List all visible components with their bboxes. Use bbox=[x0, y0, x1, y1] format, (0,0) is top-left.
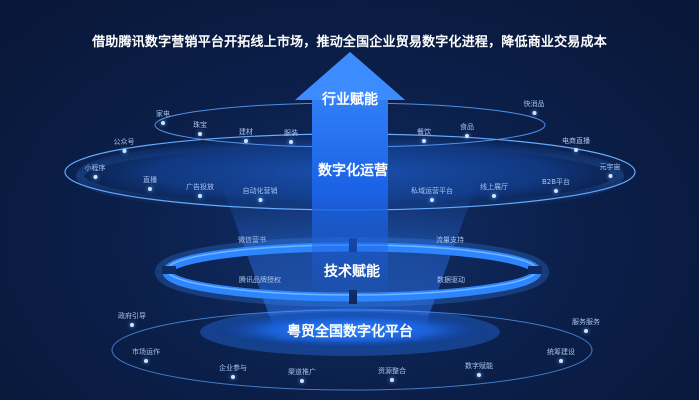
tag-item: 统筹建设 bbox=[547, 347, 575, 363]
tag-item: 服务服务 bbox=[572, 317, 600, 333]
layer-platform-label: 粤贸全国数字化平台 bbox=[287, 324, 413, 340]
tag-item: 微信营书 bbox=[238, 236, 266, 244]
tag-item: 政府引导 bbox=[118, 311, 146, 327]
tag-item: 小程序 bbox=[85, 163, 106, 179]
tech-ring-gap-r bbox=[528, 266, 542, 274]
tag-item: 渠道推广 bbox=[288, 367, 316, 383]
tag-item: 建材 bbox=[239, 127, 253, 143]
tag-item: 流量支持 bbox=[436, 236, 464, 244]
tag-item: 广告投放 bbox=[186, 182, 214, 198]
layer-tech-label: 技术赋能 bbox=[324, 264, 380, 280]
tag-item: 直播 bbox=[143, 175, 157, 191]
tag-item: 市场运作 bbox=[132, 347, 160, 363]
tag-item: 资源整合 bbox=[378, 366, 406, 382]
tag-item: B2B平台 bbox=[542, 177, 570, 193]
growth-arrow-head bbox=[295, 52, 405, 100]
growth-arrow bbox=[295, 52, 405, 300]
tag-item: 线上展厅 bbox=[480, 182, 508, 198]
tag-item: 企业参与 bbox=[219, 363, 247, 379]
headline: 借助腾讯数字营销平台开拓线上市场，推动全国企业贸易数字化进程，降低商业交易成本 bbox=[92, 35, 607, 50]
bottom-ring bbox=[111, 309, 593, 391]
tech-ring-gap-l bbox=[162, 266, 176, 274]
tag-item: 珠宝 bbox=[193, 120, 207, 136]
layer-digital-ops-label: 数字化运营 bbox=[318, 163, 388, 179]
tag-item: 腾讯品牌授权 bbox=[239, 276, 281, 284]
tag-item: 元宇宙 bbox=[600, 162, 621, 178]
tag-item: 数据驱动 bbox=[437, 276, 465, 284]
layer-industry-label: 行业赋能 bbox=[322, 92, 378, 108]
platform-disc bbox=[215, 312, 485, 348]
tag-item: 数字赋能 bbox=[465, 361, 493, 377]
tag-item: 电商直播 bbox=[562, 136, 590, 152]
tag-item: 公众号 bbox=[114, 137, 135, 153]
tag-item: 家电 bbox=[156, 109, 170, 125]
tag-item: 食品 bbox=[460, 122, 474, 138]
tag-item: 自动化营销 bbox=[243, 186, 278, 202]
tag-item: 餐饮 bbox=[417, 127, 431, 143]
tag-item: 私域运营平台 bbox=[411, 186, 453, 202]
tag-item: 服装 bbox=[284, 128, 298, 144]
tag-item: 快消品 bbox=[524, 99, 545, 115]
